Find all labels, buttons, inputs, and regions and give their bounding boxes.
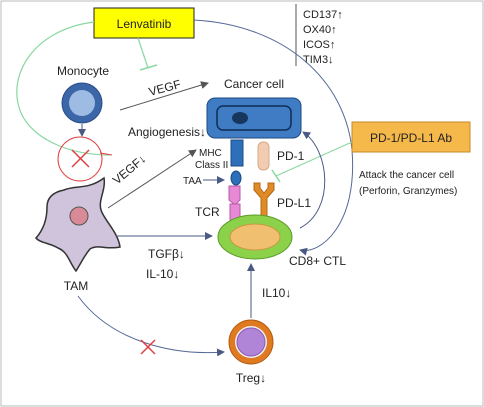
cancer-cell-label: Cancer cell xyxy=(224,77,284,91)
vegf-inhibit-bar xyxy=(139,64,158,71)
ctl-attack-arrow xyxy=(299,131,326,229)
treg-cell xyxy=(228,319,274,365)
ab-inhibit-line xyxy=(275,141,353,177)
lenvatinib-vegf-line xyxy=(137,37,149,69)
taa-label: TAA xyxy=(183,176,202,187)
lenvatinib-label: Lenvatinib xyxy=(117,17,172,31)
vegf-down-label: VEGF↓ xyxy=(110,152,149,188)
tam-treg-inhibit-x xyxy=(140,339,156,355)
tgfb-label: TGFβ↓ xyxy=(148,247,185,261)
pdl1-ligand xyxy=(253,182,275,225)
attack-detail: (Perforin, Granzymes) xyxy=(359,186,457,197)
cd8-ctl-label: CD8+ CTL xyxy=(289,254,346,268)
pdl1-label: PD-L1 xyxy=(277,196,311,210)
pd1-ab-box: PD-1/PD-L1 Ab xyxy=(351,121,471,153)
marker-tim3: TIM3↓ xyxy=(303,54,334,66)
pd1-receptor xyxy=(257,141,270,171)
angiogenesis-label: Angiogenesis↓ xyxy=(128,125,206,139)
differentiation-inhibit xyxy=(57,136,113,182)
tcr-label: TCR xyxy=(195,205,220,219)
tam-label: TAM xyxy=(64,279,88,293)
treg-label: Treg↓ xyxy=(236,371,266,385)
mhc-class-ii xyxy=(230,139,244,186)
marker-cd137: CD137↑ xyxy=(303,9,343,21)
tcr xyxy=(228,185,241,225)
vegf-top-arrow xyxy=(119,81,209,111)
class2-label: Class II xyxy=(195,160,228,171)
tam-cell xyxy=(35,176,121,273)
attack-label: Attack the cancer cell xyxy=(359,170,454,181)
lenvatinib-to-ctl-arrow xyxy=(193,19,354,256)
monocyte: Monocyte xyxy=(57,64,109,124)
il10-tam-label: IL-10↓ xyxy=(146,267,179,281)
vegf-top-label: VEGF xyxy=(147,77,182,99)
tam-to-cancer-arrow xyxy=(107,149,197,209)
mhc-label: MHC xyxy=(199,148,222,159)
pd1-label: PD-1 xyxy=(277,149,305,163)
marker-icos: ICOS↑ xyxy=(303,39,335,51)
marker-list: CD137↑ OX40↑ ICOS↑ TIM3↓ xyxy=(295,4,343,66)
cancer-cell: Cancer cell xyxy=(206,77,302,139)
monocyte-label: Monocyte xyxy=(57,64,109,78)
pd1-ab-label: PD-1/PD-L1 Ab xyxy=(370,131,452,145)
marker-ox40: OX40↑ xyxy=(303,24,337,36)
cd8-ctl xyxy=(217,214,293,260)
lenvatinib-box: Lenvatinib xyxy=(93,7,195,39)
il10-treg-label: IL10↓ xyxy=(262,286,291,300)
ab-inhibit-bar xyxy=(271,169,281,183)
